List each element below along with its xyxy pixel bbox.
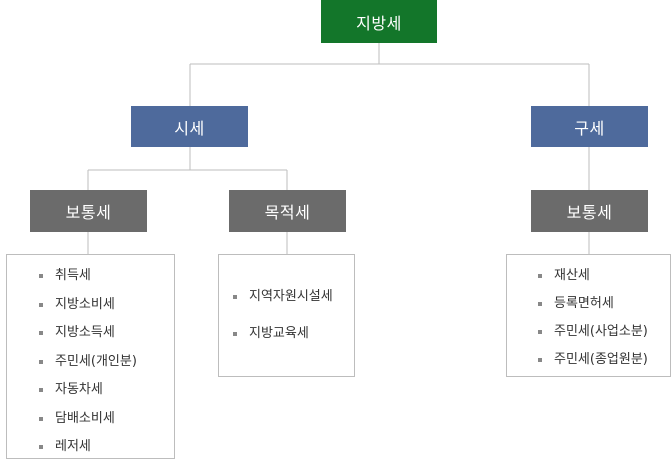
bullet-icon xyxy=(39,359,43,364)
gu-bottongse-label: 보통세 xyxy=(566,203,613,222)
node-sise: 시세 xyxy=(131,106,248,147)
bullet-icon xyxy=(538,358,542,362)
root-node-jibangse: 지방세 xyxy=(321,0,437,43)
bullet-icon xyxy=(39,445,43,450)
si-mokjeokse-label: 목적세 xyxy=(264,203,311,222)
bullet-icon xyxy=(233,295,237,299)
list-item: 재산세 xyxy=(538,262,670,290)
list-item-label: 지역자원시설세 xyxy=(249,289,333,304)
list-item: 지방소비세 xyxy=(39,291,174,320)
list-item: 지방교육세 xyxy=(233,320,354,357)
list-item-label: 지방소득세 xyxy=(55,325,115,340)
list-item: 주민세(종업원분) xyxy=(538,346,670,374)
panel-si-bottongse: 취득세 지방소비세 지방소득세 주민세(개인분) 자동차세 담배소비세 레저세 xyxy=(6,254,175,459)
si-bottongse-label: 보통세 xyxy=(65,203,112,222)
list-item-label: 지방소비세 xyxy=(55,296,115,312)
bullet-icon xyxy=(39,331,43,336)
list-item: 레저세 xyxy=(39,433,174,462)
bullet-icon xyxy=(538,330,542,334)
root-label: 지방세 xyxy=(356,13,402,33)
bullet-icon xyxy=(39,302,43,307)
list-item: 지방소득세 xyxy=(39,319,174,348)
list-item-label: 주민세(종업원분) xyxy=(554,352,648,367)
list-item: 취득세 xyxy=(39,262,174,291)
node-guse: 구세 xyxy=(531,106,648,147)
bullet-icon xyxy=(538,302,542,306)
list-item-label: 지방교육세 xyxy=(249,326,309,341)
list-item-label: 담배소비세 xyxy=(55,410,115,426)
bullet-icon xyxy=(39,388,43,393)
panel-gu-bottongse: 재산세 등록면허세 주민세(사업소분) 주민세(종업원분) xyxy=(506,254,671,377)
panel-si-mokjeokse: 지역자원시설세 지방교육세 xyxy=(218,254,355,377)
node-si-bottongse: 보통세 xyxy=(30,190,147,232)
list-item: 지역자원시설세 xyxy=(233,283,354,320)
node-si-mokjeokse: 목적세 xyxy=(229,190,346,232)
list-item-label: 자동차세 xyxy=(55,382,103,397)
node-gu-bottongse: 보통세 xyxy=(531,190,648,232)
list-item-label: 등록면허세 xyxy=(554,296,614,311)
list-item: 주민세(개인분) xyxy=(39,348,174,377)
list-item-label: 주민세(개인분) xyxy=(55,353,137,369)
list-item: 주민세(사업소분) xyxy=(538,318,670,346)
guse-label: 구세 xyxy=(574,118,605,138)
bullet-icon xyxy=(538,274,542,278)
bullet-icon xyxy=(39,416,43,421)
list-item: 자동차세 xyxy=(39,376,174,405)
bullet-icon xyxy=(39,274,43,279)
list-item-label: 주민세(사업소분) xyxy=(554,324,648,339)
list-item: 담배소비세 xyxy=(39,405,174,434)
list-item: 등록면허세 xyxy=(538,290,670,318)
sise-label: 시세 xyxy=(174,118,205,138)
list-item-label: 레저세 xyxy=(55,439,91,454)
list-item-label: 재산세 xyxy=(554,268,590,283)
bullet-icon xyxy=(233,332,237,336)
list-item-label: 취득세 xyxy=(55,268,91,283)
